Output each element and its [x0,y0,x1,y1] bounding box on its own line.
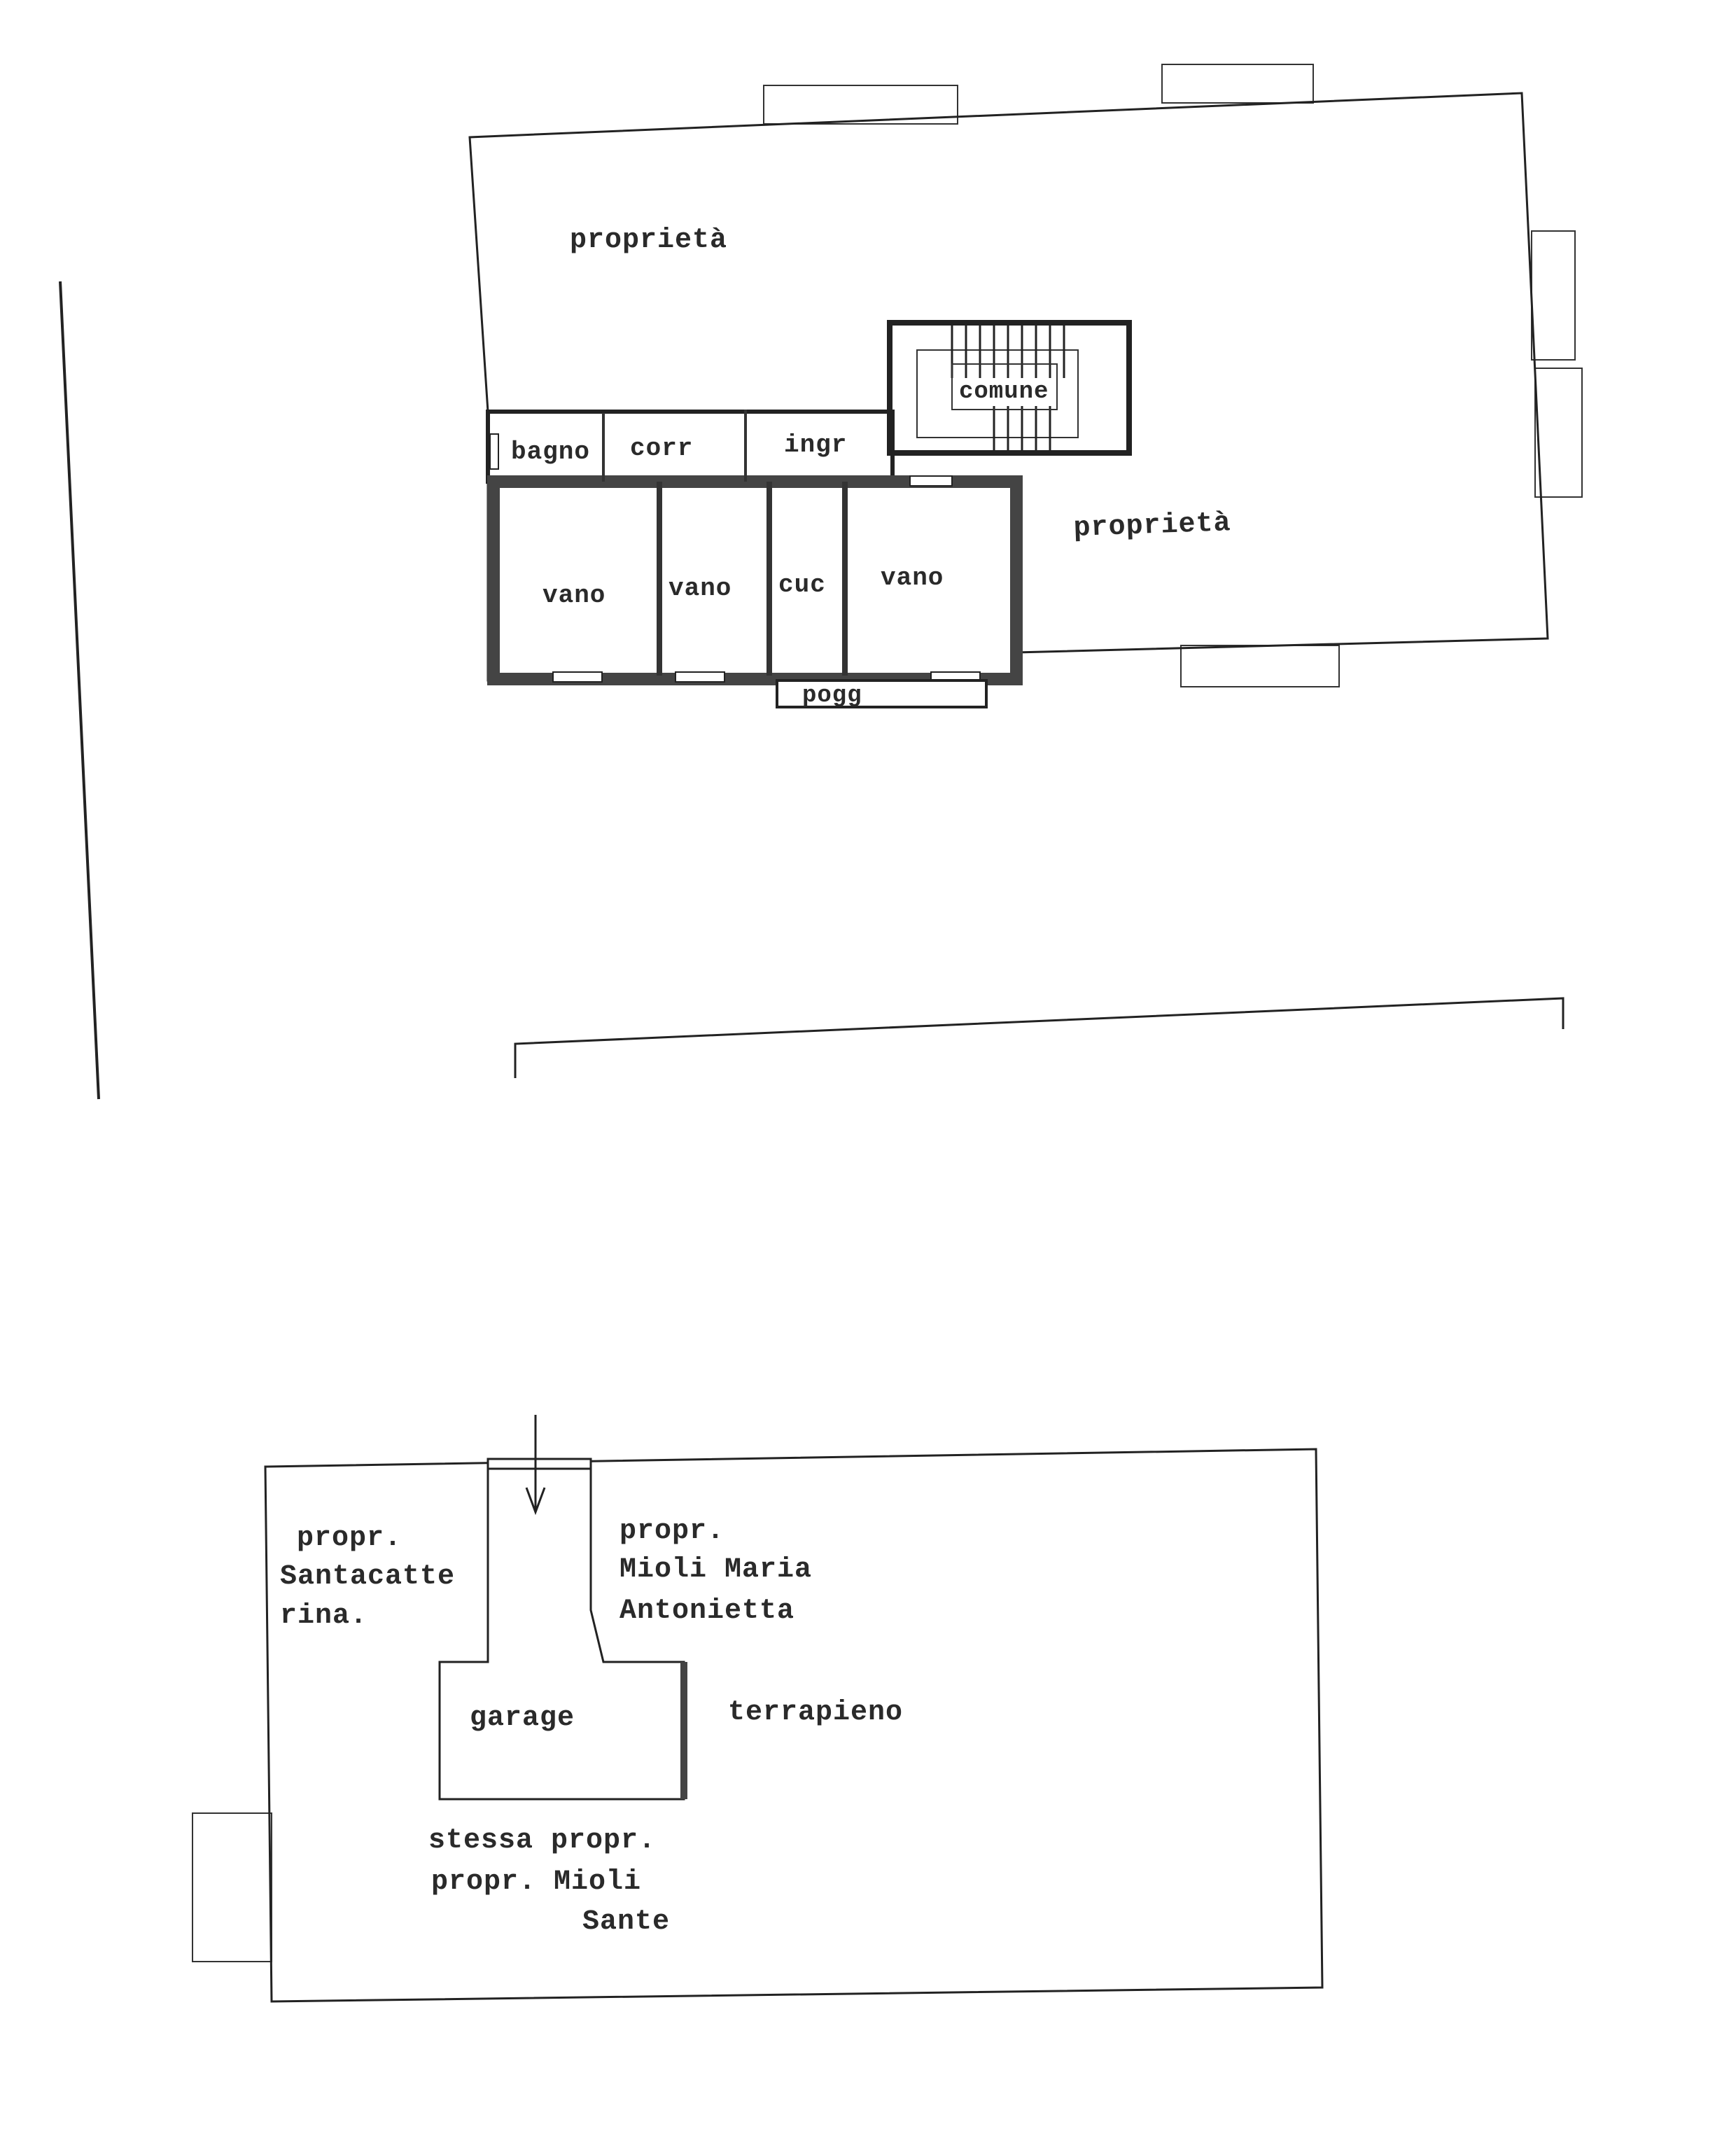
left-owner-line-1: propr. [297,1523,402,1554]
lower-floor-plan: propr. Santacatte rina. propr. Mioli Mar… [192,1415,1324,2003]
adjacent-block [1534,368,1583,498]
left-owner-line-2: Santacatte [280,1561,455,1593]
room-label-balcony: pogg [802,683,862,709]
apartment-rooms-wall [487,475,1023,685]
room-label-corridor: corr [630,434,693,463]
left-margin-line [59,281,100,1100]
window [675,671,725,683]
room-label-entrance: ingr [784,431,847,459]
embankment-label: terrapieno [728,1697,903,1728]
room-label-room-2: vano [668,574,732,603]
section-line [514,997,1564,1078]
right-owner-line-3: Antonietta [620,1595,794,1627]
room-label-room-3: vano [881,564,944,592]
balcony [776,679,988,708]
property-label-right: proprietà [1073,508,1231,545]
window [489,433,499,470]
adjacent-block [763,85,958,125]
garage-door [486,1458,592,1470]
stair-common-label: comune [959,379,1049,405]
adjacent-block [1531,230,1576,361]
stair-steps [951,326,1065,452]
bottom-owner-line-2: propr. Mioli [431,1866,641,1898]
adjacent-block [1161,64,1314,104]
stair-label-box [951,363,1058,410]
room-label-room-1: vano [542,581,606,610]
window [909,475,953,487]
room-label-kitchen: cuc [778,571,826,599]
bottom-owner-line-1: stessa propr. [428,1825,656,1857]
window [552,671,603,683]
garage-outline [438,1463,685,1801]
room-label-bathroom: bagno [511,438,590,466]
left-owner-line-3: rina. [280,1600,368,1632]
upper-floor-plan: proprietà proprietà comune bagno corr in… [468,64,1583,709]
adjacent-block [1180,645,1340,687]
right-owner-line-1: propr. [620,1516,724,1547]
property-outline [264,1448,1324,2003]
right-owner-line-2: Mioli Maria [620,1554,812,1586]
stair-landing [916,349,1079,438]
bottom-owner-line-3: Sante [582,1906,670,1938]
arrow-head-icon [525,1487,546,1516]
adjacent-block [192,1812,272,1962]
garage-label: garage [470,1703,575,1734]
stairwell [887,320,1132,456]
property-label-top: proprietà [570,225,727,256]
